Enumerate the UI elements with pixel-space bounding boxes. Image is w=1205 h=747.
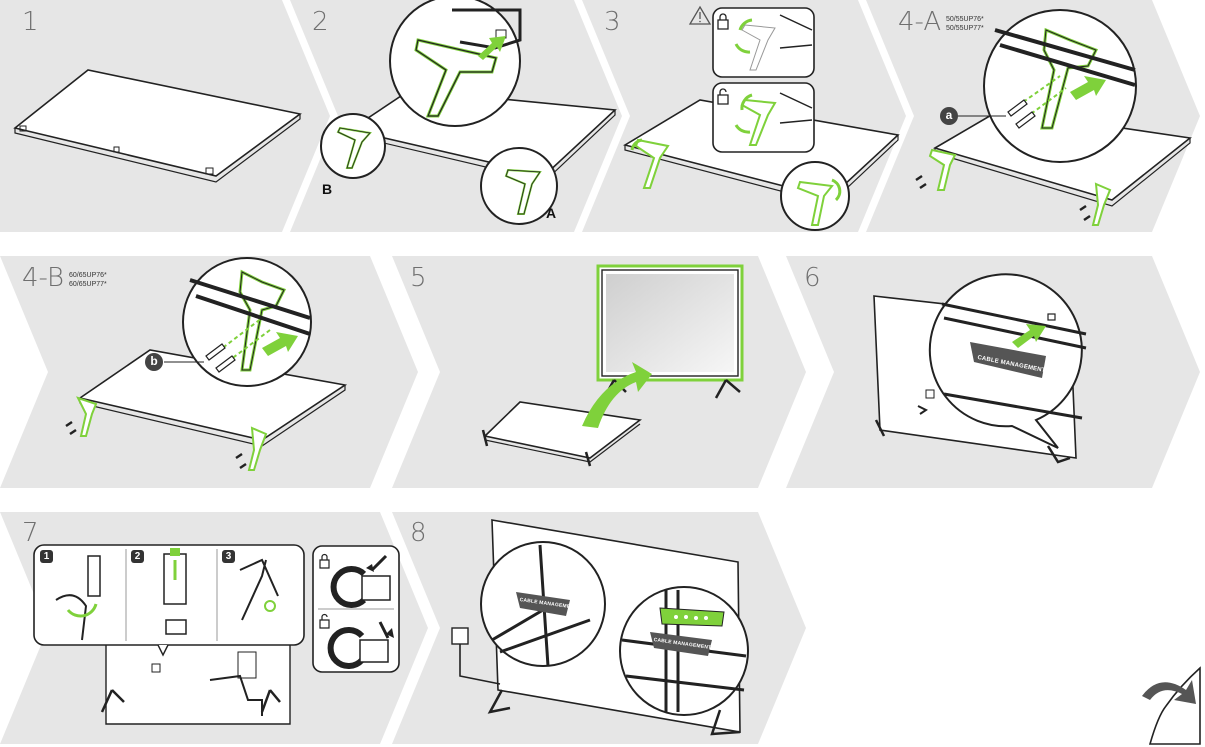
callout-a: A [546,205,557,221]
substep-badge-3: 3 [222,550,235,563]
screw-tag-a: a [940,107,958,125]
screw-tag-b: b [145,353,163,371]
step-4b-number: 4-B [22,263,65,293]
step-2-panel [290,0,622,232]
step-2-number: 2 [312,7,329,37]
insert-arrow [262,332,298,356]
step-4b-panel [0,256,418,488]
step-1-number: 1 [22,7,39,37]
power-outlet [451,627,469,645]
step-8-panel [392,512,806,744]
step-6-panel [786,256,1200,488]
step-4a-panel [866,0,1200,232]
substep-badge-1: 1 [40,550,53,563]
lock-open-icon [717,88,729,105]
lock-closed-icon [319,553,330,569]
insert-arrow [478,36,506,60]
cable-management-clip [650,632,712,656]
step-5-panel [392,256,806,488]
step-6-number: 6 [804,263,821,293]
step-4a-number: 4-A [898,7,942,37]
warning-icon [688,5,712,25]
step-3-number: 3 [604,7,621,37]
step-8-number: 8 [410,518,427,548]
step-7-number: 7 [22,518,39,548]
model-code: 50/55UP76* [946,16,984,23]
lock-closed-icon [717,13,729,30]
zoom-circle-a [480,147,558,225]
cable-management-clip [516,592,570,616]
zoom-circle [780,161,850,231]
callout-b: B [322,181,333,197]
cable-management-clip [970,342,1046,378]
insert-arrow [1070,76,1106,100]
turn-page-icon [1142,666,1201,745]
step-7-panel [0,512,428,744]
substep-badge-2: 2 [131,550,144,563]
screw [205,343,226,361]
insert-arrow [1012,324,1046,348]
model-code: 50/55UP77* [946,25,984,32]
screw [1015,111,1036,129]
step-3-panel [582,0,906,232]
screw [215,355,236,373]
step-5-number: 5 [410,263,427,293]
lock-open-icon [319,613,330,629]
screw [1007,99,1028,117]
model-code: 60/65UP76* [69,272,107,279]
step-1-panel [0,0,330,232]
rotate-up-arrow [582,362,652,428]
model-code: 60/65UP77* [69,281,107,288]
cable-tie [659,607,725,627]
